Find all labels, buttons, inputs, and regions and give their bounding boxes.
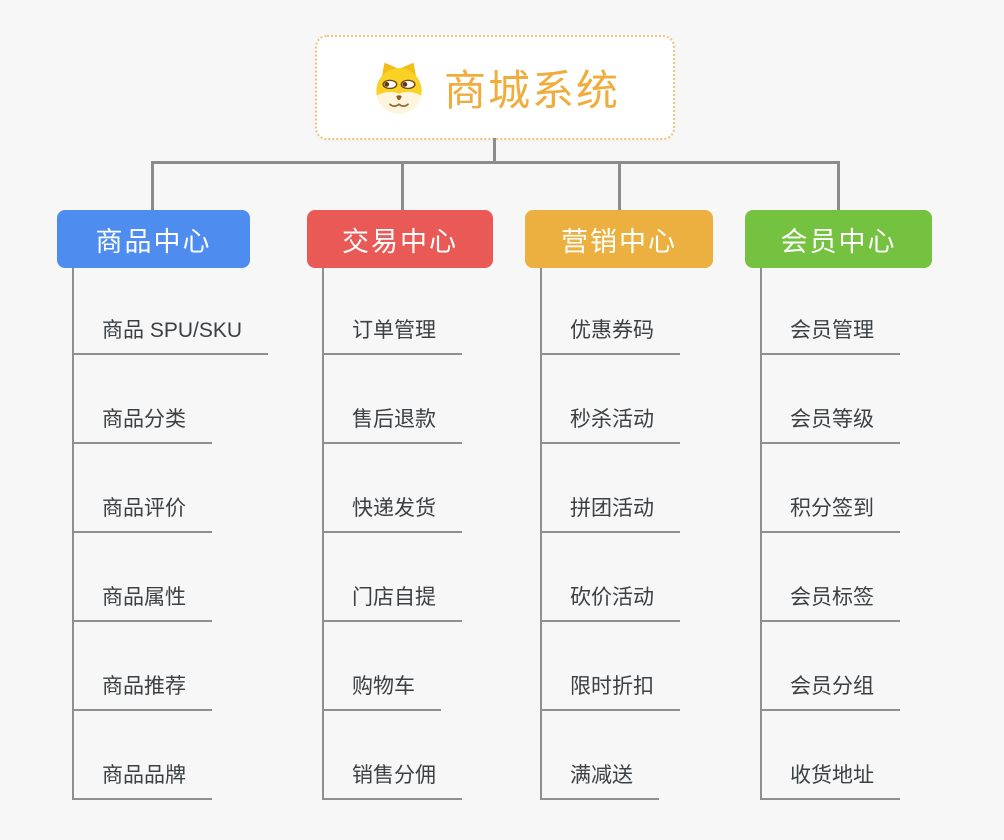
mindmap-child-label[interactable]: 积分签到 [760,492,900,533]
mindmap-child-label[interactable]: 售后退款 [322,403,462,444]
mindmap-child-node: 商品评价 [72,444,268,533]
mindmap-child-node: 快递发货 [322,444,462,533]
branch-member-center: 会员中心 会员管理 会员等级 积分签到 会员标签 会员分组 收货地址 [745,210,932,800]
mindmap-child-label[interactable]: 拼团活动 [540,492,680,533]
branch-items: 会员管理 会员等级 积分签到 会员标签 会员分组 收货地址 [760,268,900,800]
doge-icon [370,59,428,117]
branch-trunk-line [322,268,324,800]
branch-items: 订单管理 售后退款 快递发货 门店自提 购物车 销售分佣 [322,268,462,800]
mindmap-child-label[interactable]: 限时折扣 [540,670,680,711]
mindmap-child-label[interactable]: 商品推荐 [72,670,212,711]
mindmap-child-label[interactable]: 收货地址 [760,759,900,800]
mindmap-child-label[interactable]: 砍价活动 [540,581,680,622]
branch-header-marketing-center[interactable]: 营销中心 [525,210,713,268]
root-node[interactable]: 商城系统 [315,35,675,140]
branch-product-center: 商品中心 商品 SPU/SKU 商品分类 商品评价 商品属性 商品推荐 商品品牌 [57,210,269,800]
mindmap-child-label[interactable]: 快递发货 [322,492,462,533]
branch-marketing-center: 营销中心 优惠券码 秒杀活动 拼团活动 砍价活动 限时折扣 满减送 [525,210,713,800]
connector-drop-marketing [618,161,621,211]
mindmap-child-label[interactable]: 商品分类 [72,403,212,444]
root-title: 商城系统 [443,67,620,114]
mindmap-child-node: 秒杀活动 [540,355,680,444]
connector-drop-product [151,161,154,211]
connector-drop-member [837,161,840,211]
mindmap-child-node: 积分签到 [760,444,900,533]
mindmap-child-node: 销售分佣 [322,711,462,800]
mindmap-child-label[interactable]: 订单管理 [322,314,462,355]
mindmap-child-label[interactable]: 会员管理 [760,314,900,355]
mindmap-child-label[interactable]: 秒杀活动 [540,403,680,444]
mindmap-child-node: 优惠券码 [540,268,680,355]
mindmap-child-node: 收货地址 [760,711,900,800]
mindmap-child-node: 会员等级 [760,355,900,444]
connector-bus [151,161,840,164]
mindmap-child-node: 商品属性 [72,533,268,622]
mindmap-child-label[interactable]: 商品 SPU/SKU [72,314,269,355]
branch-header-member-center[interactable]: 会员中心 [745,210,932,268]
mindmap-child-label[interactable]: 商品评价 [72,492,212,533]
branch-header-trade-center[interactable]: 交易中心 [307,210,493,268]
mindmap-child-label[interactable]: 会员等级 [760,403,900,444]
branch-trunk-line [72,268,74,800]
mindmap-child-node: 会员管理 [760,268,900,355]
mindmap-child-label[interactable]: 门店自提 [322,581,462,622]
mindmap-child-label[interactable]: 销售分佣 [322,759,462,800]
mindmap-child-node: 会员标签 [760,533,900,622]
mindmap-child-node: 限时折扣 [540,622,680,711]
mindmap-child-node: 门店自提 [322,533,462,622]
mindmap-child-node: 商品推荐 [72,622,268,711]
mindmap-child-node: 会员分组 [760,622,900,711]
branch-header-product-center[interactable]: 商品中心 [57,210,250,268]
mindmap-child-node: 满减送 [540,711,680,800]
mindmap-child-node: 售后退款 [322,355,462,444]
mindmap-child-label[interactable]: 满减送 [540,759,659,800]
mindmap-child-node: 订单管理 [322,268,462,355]
branch-trunk-line [760,268,762,800]
connector-root-drop [493,138,496,163]
mindmap-child-node: 商品品牌 [72,711,268,800]
mindmap-child-label[interactable]: 购物车 [322,670,441,711]
mindmap-child-node: 砍价活动 [540,533,680,622]
mindmap-child-node: 购物车 [322,622,462,711]
mindmap-child-node: 商品 SPU/SKU [72,268,269,355]
mindmap-child-label[interactable]: 会员标签 [760,581,900,622]
mindmap-child-label[interactable]: 优惠券码 [540,314,680,355]
mindmap-child-label[interactable]: 会员分组 [760,670,900,711]
mindmap-child-node: 商品分类 [72,355,268,444]
branch-items: 商品 SPU/SKU 商品分类 商品评价 商品属性 商品推荐 商品品牌 [72,268,269,800]
connector-drop-trade [401,161,404,211]
mindmap-child-label[interactable]: 商品属性 [72,581,212,622]
branch-trunk-line [540,268,542,800]
mindmap-child-node: 拼团活动 [540,444,680,533]
mindmap-child-label[interactable]: 商品品牌 [72,759,212,800]
branch-items: 优惠券码 秒杀活动 拼团活动 砍价活动 限时折扣 满减送 [540,268,680,800]
branch-trade-center: 交易中心 订单管理 售后退款 快递发货 门店自提 购物车 销售分佣 [307,210,493,800]
